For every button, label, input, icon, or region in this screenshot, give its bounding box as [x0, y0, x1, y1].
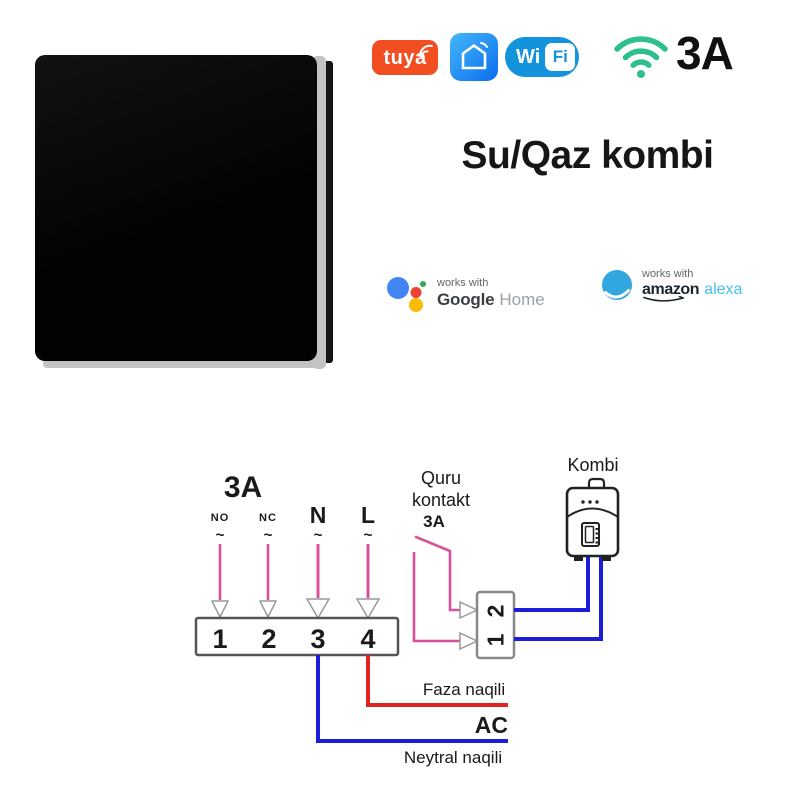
dry-contact-amp-label: 3A [423, 512, 445, 531]
amazon-alexa-badge: works with amazon alexa [600, 264, 742, 304]
boiler-label: Kombi [567, 455, 618, 475]
connector-block [475, 590, 516, 660]
tilde-n: ~ [314, 527, 323, 544]
wifi-signal-icon [614, 36, 668, 78]
amp-rating-badge: 3A [676, 27, 734, 79]
arrow-no [210, 600, 230, 619]
neutral-wire [316, 655, 508, 743]
arrow-n [305, 598, 331, 620]
connector-terminal-1: 1 [483, 633, 509, 646]
terminal-label-l: L [361, 502, 375, 528]
terminal-label-nc: NC [259, 512, 277, 524]
arrow-contact-2 [459, 600, 479, 620]
alexa-brand: amazon [642, 281, 700, 299]
google-brand: Google [437, 289, 495, 309]
thermostat-device [35, 55, 333, 373]
boiler-wire-1 [514, 556, 603, 641]
terminal-3: 3 [310, 624, 325, 654]
house-icon [461, 42, 488, 70]
ac-label: AC [475, 712, 508, 738]
dry-contact-label-2: kontakt [412, 490, 470, 510]
product-title: Su/Qaz kombi [461, 134, 714, 177]
tilde-no: ~ [216, 527, 225, 544]
amazon-smile-icon [643, 296, 684, 302]
connector-terminal-2: 2 [483, 605, 509, 618]
switch-wire-right [448, 552, 460, 612]
switch-blade [414, 535, 452, 553]
google-works-with: works with [437, 276, 489, 289]
dry-contact-label-1: Quru [421, 468, 461, 488]
terminal-2: 2 [261, 624, 276, 654]
tuya-logo-text: tuya [383, 47, 427, 69]
terminal-4: 4 [360, 624, 375, 654]
alexa-badge-text: works with amazon alexa [642, 268, 743, 302]
wifi-logo-fi-box: Fi [545, 43, 576, 71]
neutral-wire-label: Neytral naqili [404, 748, 502, 767]
terminal-1: 1 [212, 624, 227, 654]
wifi-logo: Wi Fi [505, 37, 579, 77]
arrow-nc [258, 600, 278, 619]
phase-wire-label: Faza naqili [423, 680, 505, 699]
arrow-l [355, 598, 381, 620]
boiler-foot-left [574, 556, 583, 561]
tuya-logo: tuya [372, 40, 438, 75]
tuya-signal-icon [418, 44, 433, 58]
alexa-icon [602, 270, 632, 300]
alexa-suffix: alexa [704, 281, 743, 299]
google-assistant-icon [387, 277, 426, 312]
device-glass-panel [35, 55, 317, 361]
wifi-logo-fi: Fi [552, 47, 568, 66]
boiler-curve [566, 507, 619, 518]
boiler-foot-right [602, 556, 611, 561]
switch-wire-left [412, 552, 460, 643]
boiler-wire-2 [514, 556, 590, 612]
arrow-contact-1 [459, 631, 479, 651]
terminal-label-no: NO [211, 512, 230, 524]
google-suffix: Home [499, 289, 545, 309]
google-home-badge: works with Google Home [386, 268, 545, 318]
tilde-nc: ~ [264, 527, 273, 544]
phase-wire [366, 655, 508, 707]
smart-life-icon [450, 33, 498, 81]
boiler-icon [565, 477, 620, 561]
boiler-chimney [587, 477, 606, 489]
device-bottom-frame [43, 359, 319, 368]
google-badge-text: works with Google Home [437, 277, 545, 309]
terminal-strip [194, 616, 400, 657]
tilde-l: ~ [364, 527, 373, 544]
terminal-label-n: N [310, 502, 327, 528]
alexa-works-with: works with [642, 268, 694, 281]
diagram-amp-label: 3A [224, 471, 262, 504]
wifi-logo-wi: Wi [516, 45, 541, 68]
